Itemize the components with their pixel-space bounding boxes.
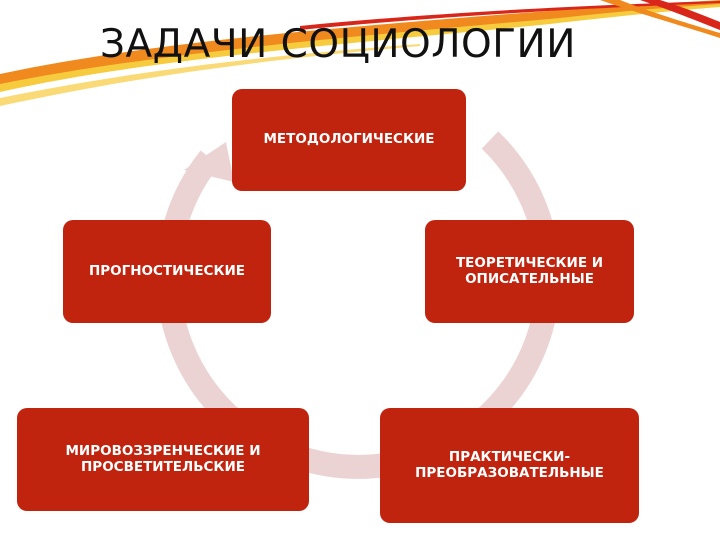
node-label: ПРОГНОСТИЧЕСКИЕ: [88, 262, 246, 279]
node-label: ТЕОРЕТИЧЕСКИЕ И ОПИСАТЕЛЬНЫЕ: [455, 254, 604, 287]
node-methodological: МЕТОДОЛОГИЧЕСКИЕ: [232, 89, 466, 191]
node-label: МИРОВОЗЗРЕНЧЕСКИЕ И ПРОСВЕТИТЕЛЬСКИЕ: [65, 442, 261, 475]
node-practical-transformative: ПРАКТИЧЕСКИ-ПРЕОБРАЗОВАТЕЛЬНЫЕ: [380, 408, 639, 523]
cycle-arrow-head: [184, 142, 234, 182]
node-label: МЕТОДОЛОГИЧЕСКИЕ: [263, 131, 435, 148]
node-label: ПРАКТИЧЕСКИ-ПРЕОБРАЗОВАТЕЛЬНЫЕ: [415, 448, 604, 481]
slide-title: ЗАДАЧИ СОЦИОЛОГИИ: [100, 22, 576, 67]
node-worldview-educational: МИРОВОЗЗРЕНЧЕСКИЕ И ПРОСВЕТИТЕЛЬСКИЕ: [17, 408, 309, 511]
node-theoretical-descriptive: ТЕОРЕТИЧЕСКИЕ И ОПИСАТЕЛЬНЫЕ: [425, 220, 634, 323]
node-prognostic: ПРОГНОСТИЧЕСКИЕ: [63, 220, 271, 323]
decorative-swoosh: [0, 0, 720, 106]
